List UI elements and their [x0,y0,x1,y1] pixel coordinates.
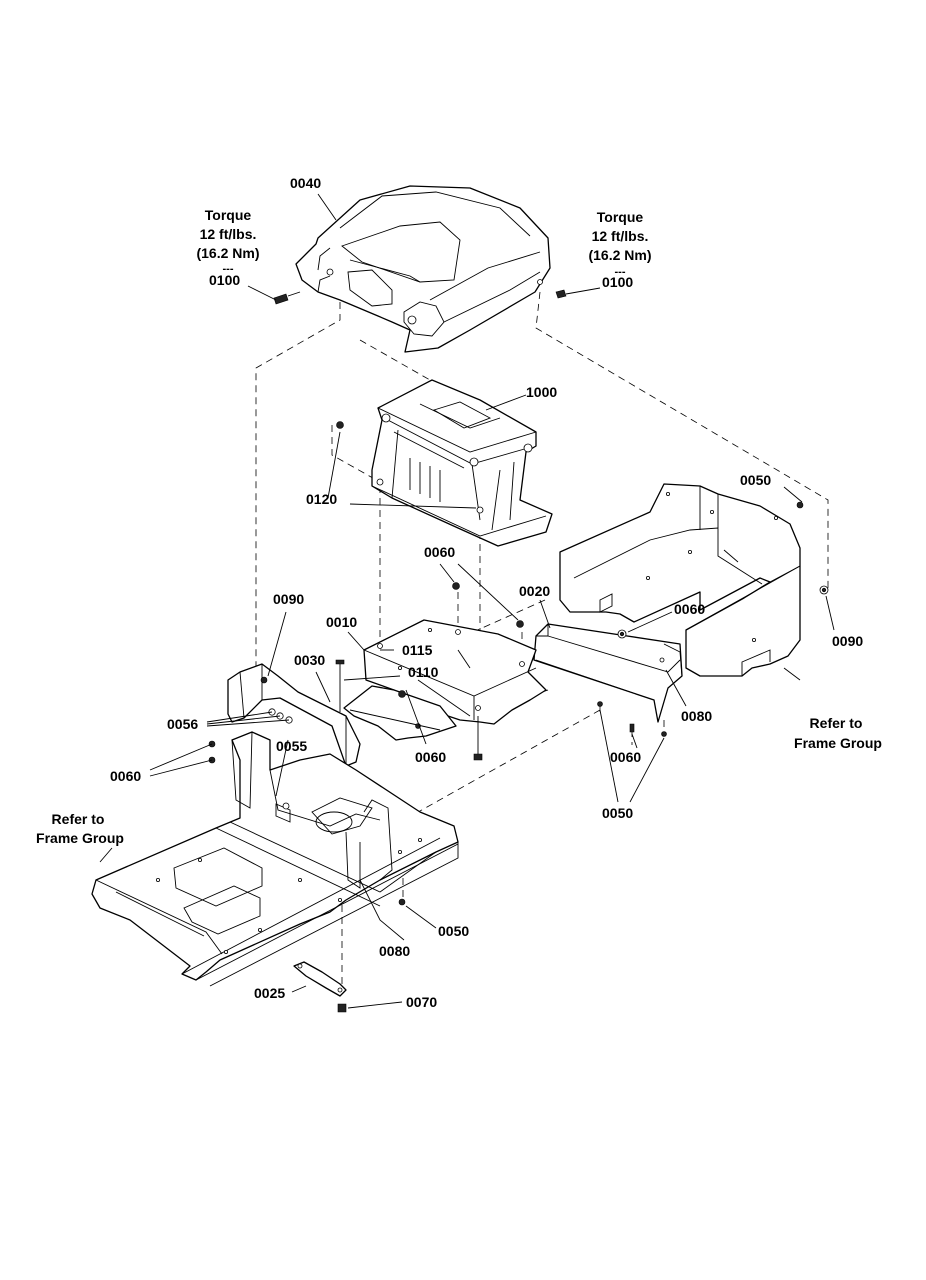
callout-0060-center: 0060 [415,749,446,765]
torque-left-marker: --- [223,263,234,275]
nut-0060-center[interactable] [452,582,524,628]
callout-0060-right: 0060 [674,601,705,617]
callout-0080-lower: 0080 [379,943,410,959]
callout-0030: 0030 [294,652,325,668]
strap-0025[interactable] [293,961,347,997]
labels: 0040 Torque 12 ft/lbs. (16.2 Nm) --- 010… [36,175,882,1010]
nut-0090-right[interactable] [819,585,829,595]
refer-right-line1: Refer to [810,715,863,731]
bracket-0020[interactable] [533,623,683,723]
torque-right-line3: (16.2 Nm) [588,247,651,263]
callout-0056: 0056 [167,716,198,732]
refer-right-line2: Frame Group [794,735,882,751]
bolt-0100-left[interactable] [273,291,301,305]
leader-lines [99,193,835,1009]
callout-0060-top: 0060 [424,544,455,560]
callout-0050-lower: 0050 [602,805,633,821]
callout-0060-lower: 0060 [610,749,641,765]
callout-0050-bottom: 0050 [438,923,469,939]
callout-0060-left: 0060 [110,768,141,784]
main-frame[interactable] [91,731,459,987]
torque-left-line1: Torque [205,207,252,223]
callout-0070: 0070 [406,994,437,1010]
callout-0100-right: 0100 [602,274,633,290]
torque-right-line2: 12 ft/lbs. [592,228,649,244]
torque-left-line3: (16.2 Nm) [196,245,259,261]
bolt-0070[interactable] [337,1003,347,1013]
cover-0040[interactable] [295,185,551,353]
bolts-0050-lower[interactable] [597,701,667,737]
torque-left-line2: 12 ft/lbs. [200,226,257,242]
rear-panel-right[interactable] [559,483,801,677]
bolt-0120[interactable] [336,421,344,429]
torque-right-marker: --- [615,266,626,278]
washers-0056[interactable] [268,708,293,724]
callout-0090-right: 0090 [832,633,863,649]
torque-right-line1: Torque [597,209,644,225]
callout-0020: 0020 [519,583,550,599]
callout-0100-left: 0100 [209,272,240,288]
callout-0055: 0055 [276,738,307,754]
callout-0090-left: 0090 [273,591,304,607]
callout-0040: 0040 [290,175,321,191]
callout-0080-right: 0080 [681,708,712,724]
bolt-0115[interactable] [335,659,345,712]
refer-left-line2: Frame Group [36,830,124,846]
mount-plate-0030[interactable] [343,685,457,741]
bolt-0100-right[interactable] [555,289,567,299]
bolt-0110[interactable] [473,716,483,761]
bolt-0050-bottom[interactable] [398,898,406,906]
bolt-0050-top[interactable] [796,501,804,509]
callout-0010: 0010 [326,614,357,630]
nut-0060-right[interactable] [617,629,627,639]
callout-0025: 0025 [254,985,285,1001]
refer-left-line1: Refer to [52,811,105,827]
callout-0110: 0110 [408,664,439,680]
callout-0050-top: 0050 [740,472,771,488]
callout-0115: 0115 [402,642,433,658]
callout-0120: 0120 [306,491,337,507]
callout-1000: 1000 [526,384,557,400]
battery-1000[interactable] [371,379,553,547]
